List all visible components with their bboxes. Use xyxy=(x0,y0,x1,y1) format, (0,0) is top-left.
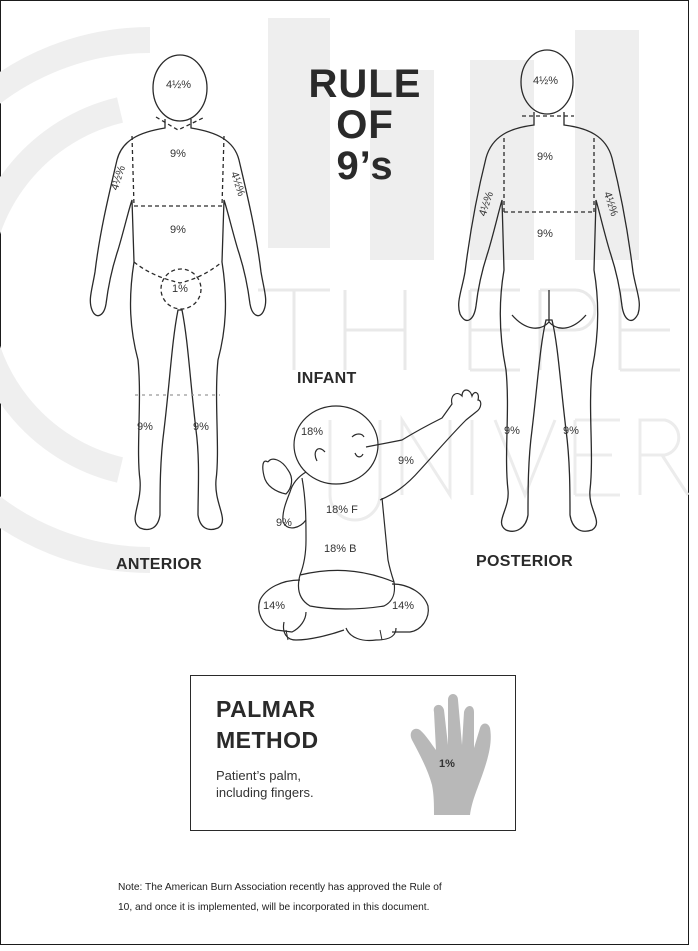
palmar-description-line-2: including fingers. xyxy=(216,784,314,801)
infant-right-leg-pct: 14% xyxy=(263,600,285,612)
palmar-title-line-2: METHOD xyxy=(216,725,319,756)
posterior-left-leg-pct: 9% xyxy=(563,425,579,437)
palmar-title: PALMAR METHOD xyxy=(216,694,319,756)
title-line-1: RULE xyxy=(290,64,440,105)
infant-left-leg-pct: 14% xyxy=(392,600,414,612)
anterior-label: ANTERIOR xyxy=(116,556,202,574)
infant-head-pct: 18% xyxy=(301,426,323,438)
infant-front-torso-pct: 18% F xyxy=(326,504,358,516)
palmar-pct: 1% xyxy=(439,758,455,770)
footnote: Note: The American Burn Association rece… xyxy=(118,878,618,918)
anterior-perineum-pct: 1% xyxy=(172,283,188,295)
palmar-description: Patient’s palm, including fingers. xyxy=(216,767,314,801)
posterior-head-pct: 4½% xyxy=(533,75,558,87)
infant-back-torso-pct: 18% B xyxy=(324,543,356,555)
anterior-left-leg-pct: 9% xyxy=(193,421,209,433)
footnote-line-2: 10, and once it is implemented, will be … xyxy=(118,898,618,918)
anterior-right-leg-pct: 9% xyxy=(137,421,153,433)
infant-right-arm-pct: 9% xyxy=(276,517,292,529)
infant-left-arm-pct: 9% xyxy=(398,455,414,467)
title-line-2: OF xyxy=(290,105,440,146)
anterior-abdomen-pct: 9% xyxy=(170,224,186,236)
posterior-lower-back-pct: 9% xyxy=(537,228,553,240)
posterior-right-leg-pct: 9% xyxy=(504,425,520,437)
infant-figure xyxy=(259,390,481,641)
palmar-description-line-1: Patient’s palm, xyxy=(216,767,314,784)
footnote-line-1: Note: The American Burn Association rece… xyxy=(118,878,618,898)
posterior-figure xyxy=(459,50,640,531)
palmar-method-box: PALMAR METHOD Patient’s palm, including … xyxy=(190,675,516,831)
rule-of-nines-title: RULE OF 9’s xyxy=(290,64,440,187)
title-line-3: 9’s xyxy=(290,146,440,187)
posterior-label: POSTERIOR xyxy=(476,553,573,571)
anterior-chest-pct: 9% xyxy=(170,148,186,160)
infant-label: INFANT xyxy=(297,370,357,388)
posterior-upper-back-pct: 9% xyxy=(537,151,553,163)
palmar-title-line-1: PALMAR xyxy=(216,694,319,725)
anterior-head-pct: 4½% xyxy=(166,79,191,91)
